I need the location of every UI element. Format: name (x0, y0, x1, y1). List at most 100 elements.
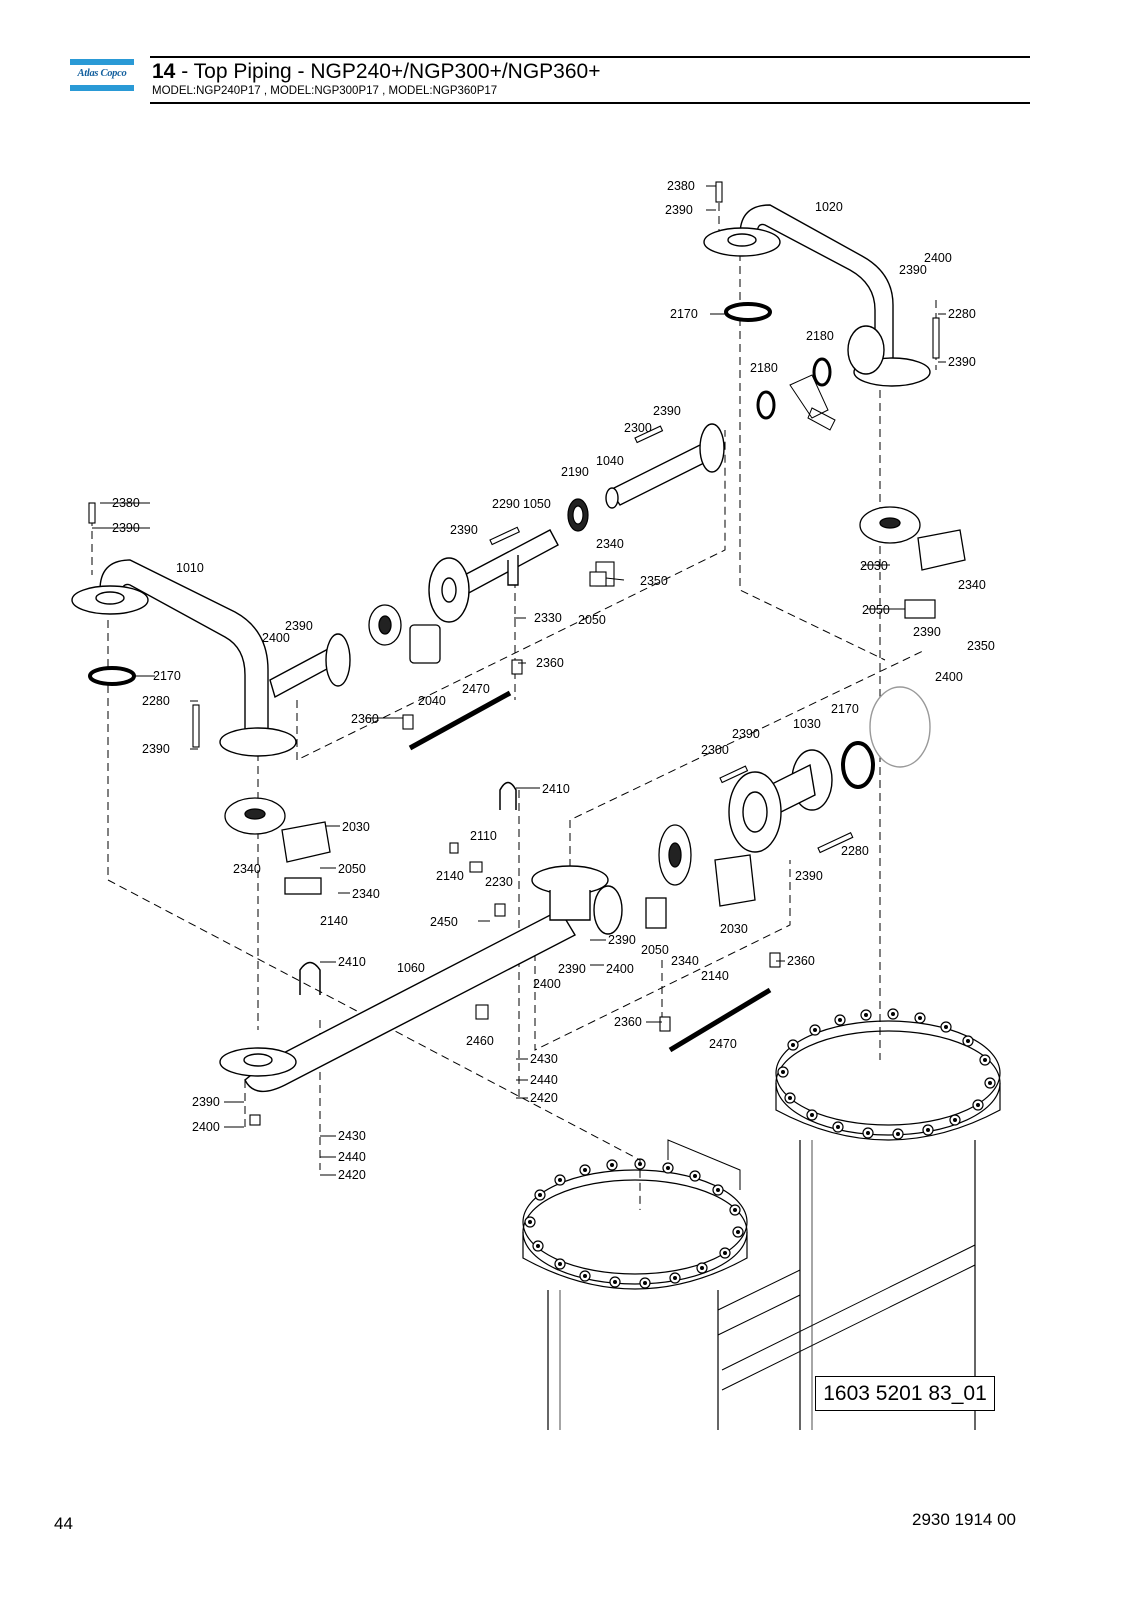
callout: 2410 (542, 782, 570, 796)
callout: 2350 (967, 639, 995, 653)
callout: 2050 (338, 862, 366, 876)
page-header: Atlas Copco 14 - Top Piping - NGP240+/NG… (70, 56, 1030, 106)
callout: 2170 (670, 307, 698, 321)
pipe-1020 (703, 204, 931, 387)
pipe-1060 (219, 865, 623, 1093)
valve-2030-left (224, 797, 331, 895)
vessel-right (775, 1020, 1001, 1430)
callout: 2030 (860, 559, 888, 573)
callout: 2400 (935, 670, 963, 684)
callout: 2140 (701, 969, 729, 983)
valve-2030-upper (859, 506, 966, 571)
valve-2030-center (645, 824, 756, 929)
pipe-1030 (728, 686, 931, 853)
callout: 2300 (624, 421, 652, 435)
callout: 2390 (142, 742, 170, 756)
hardware-bolts-nuts (88, 181, 940, 1126)
callout: 2190 (561, 465, 589, 479)
callout: 2390 (913, 625, 941, 639)
callout: 2280 (948, 307, 976, 321)
callout: 2340 (233, 862, 261, 876)
callout: 2430 (530, 1052, 558, 1066)
callout: 2400 (606, 962, 634, 976)
part-callouts: 2380 2390 1020 2400 2390 2280 2170 2180 … (112, 179, 995, 1182)
pipe-1010 (71, 559, 351, 757)
callout: 2230 (485, 875, 513, 889)
callout: 2410 (338, 955, 366, 969)
callout: 2420 (338, 1168, 366, 1182)
callout: 2430 (338, 1129, 366, 1143)
callout: 2390 (665, 203, 693, 217)
callout: 1030 (793, 717, 821, 731)
callout: 2440 (530, 1073, 558, 1087)
callout: 2470 (462, 682, 490, 696)
frame-crossbeam (667, 1139, 976, 1391)
callout: 2440 (338, 1150, 366, 1164)
tag-plate (789, 374, 836, 431)
header-rule-top (150, 56, 1030, 58)
u-bolts-2410 (299, 781, 517, 995)
model-subtitle: MODEL:NGP240P17 , MODEL:NGP300P17 , MODE… (152, 85, 498, 97)
pipe-1050 (428, 529, 559, 623)
callout: 2390 (558, 962, 586, 976)
gaskets-2180 (756, 357, 832, 420)
callout: 2140 (436, 869, 464, 883)
document-number: 2930 1914 00 (912, 1510, 1016, 1529)
callout: 2040 (418, 694, 446, 708)
callout: 2290 (492, 497, 520, 511)
callout: 1050 (523, 497, 551, 511)
callout: 2400 (192, 1120, 220, 1134)
callout: 2280 (841, 844, 869, 858)
callout: 2360 (351, 712, 379, 726)
callout: 1060 (397, 961, 425, 975)
section-title: Top Piping - NGP240+/NGP300+/NGP360+ (193, 60, 601, 83)
callout: 2460 (466, 1034, 494, 1048)
section-number: 14 (152, 60, 176, 83)
callout: 2340 (352, 887, 380, 901)
callout: 1020 (815, 200, 843, 214)
callout: 2420 (530, 1091, 558, 1105)
callout: 2340 (671, 954, 699, 968)
callout: 2400 (924, 251, 952, 265)
callout: 2380 (112, 496, 140, 510)
callout: 2450 (430, 915, 458, 929)
callout: 2280 (142, 694, 170, 708)
callout: 2390 (899, 263, 927, 277)
callout: 2470 (709, 1037, 737, 1051)
callout: 2330 (534, 611, 562, 625)
callout: 2390 (795, 869, 823, 883)
gasket-2170-left (88, 666, 136, 686)
callout: 2170 (831, 702, 859, 716)
callout: 2390 (285, 619, 313, 633)
callout: 2390 (653, 404, 681, 418)
callout: 2400 (262, 631, 290, 645)
callout: 2050 (862, 603, 890, 617)
callout: 2400 (533, 977, 561, 991)
header-rule-bottom (150, 102, 1030, 104)
leader-lines (92, 185, 946, 1176)
callout: 2390 (450, 523, 478, 537)
callout: 2360 (614, 1015, 642, 1029)
callout: 2300 (701, 743, 729, 757)
callout: 2170 (153, 669, 181, 683)
callout: 2180 (806, 329, 834, 343)
gasket-2170-top (724, 302, 772, 322)
callout: 2380 (667, 179, 695, 193)
coupling-2190 (567, 498, 589, 532)
callout: 2050 (578, 613, 606, 627)
callout: 2180 (750, 361, 778, 375)
callout: 2390 (608, 933, 636, 947)
drawing-id-box: 1603 5201 83_01 (815, 1376, 995, 1411)
callout: 2360 (787, 954, 815, 968)
pipe-1040 (605, 423, 725, 509)
hose-2470 (408, 690, 772, 1053)
callout: 1040 (596, 454, 624, 468)
callout: 2030 (720, 922, 748, 936)
title-separator: - (175, 60, 194, 83)
callout: 2360 (536, 656, 564, 670)
callout: 2390 (112, 521, 140, 535)
valve-2040 (368, 604, 441, 664)
callout: 2030 (342, 820, 370, 834)
callout: 2390 (732, 727, 760, 741)
page-number: 44 (54, 1514, 73, 1533)
